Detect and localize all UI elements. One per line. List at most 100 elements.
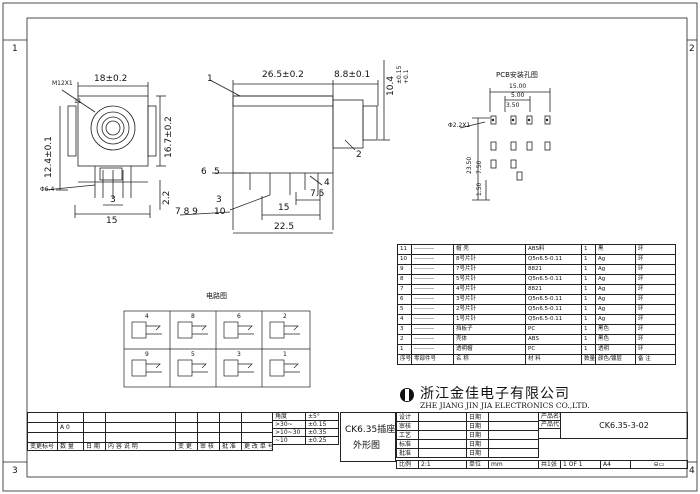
- tol-cell: >30~: [272, 420, 306, 429]
- bom-cell-qty: 1: [581, 324, 596, 335]
- circuit-cell-label: 9: [145, 351, 149, 358]
- bom-cell-rem: 环: [635, 274, 676, 285]
- bom-header-mat: 颜色/镀层: [595, 354, 636, 365]
- label-cell: 产品名称: [538, 412, 561, 421]
- part-callout: 4: [324, 178, 330, 188]
- pcb-dim: 5.00: [511, 92, 525, 99]
- bom-header-qty: 数量: [581, 354, 596, 365]
- part-callout: 10: [214, 207, 226, 217]
- signoff-row: 工艺 日期: [396, 430, 539, 440]
- bom-cell-qty: 1: [581, 294, 596, 305]
- signoff-value: [418, 448, 467, 458]
- part-callout: 7 8 9: [175, 207, 198, 217]
- tol-cell: >10~30: [272, 428, 306, 437]
- bom-cell-name: 4号片针: [453, 284, 526, 295]
- bom-cell-rem: 环: [635, 264, 676, 275]
- label-cell: 共1张: [538, 460, 561, 469]
- bom-cell-qty: 1: [581, 314, 596, 325]
- revision-header-cell: 日 期: [83, 442, 106, 451]
- circuit-title: 电路图: [206, 292, 227, 300]
- bom-cell-no: 2: [397, 334, 412, 345]
- bom-cell-rem: 环: [635, 284, 676, 295]
- dim-width: 18±0.2: [94, 74, 128, 84]
- bom-cell-name: 2号片针: [453, 304, 526, 315]
- bom-cell-name: 7号片针: [453, 264, 526, 275]
- signoff-label: 审核: [396, 421, 419, 431]
- bom-cell-qty: 1: [581, 254, 596, 265]
- circuit-cell-label: 8: [191, 313, 195, 320]
- bom-cell-spec: PC: [525, 344, 582, 355]
- signoff-value: [418, 412, 467, 422]
- bom-cell-mat: Ag: [595, 254, 636, 265]
- bom-cell-spec: ABS: [525, 334, 582, 345]
- bom-header-no: 序号: [397, 354, 412, 365]
- pcb-dim: 7.50: [476, 160, 483, 174]
- company-name-cn: 浙江金佳电子有限公司: [420, 386, 570, 402]
- part-number: CK6.35-3-02: [560, 412, 688, 439]
- bom-cell-name: 挡板子: [453, 324, 526, 335]
- dim-tolerance: ±0.15 +0.1: [396, 65, 410, 84]
- bom-header-spec: 材 料: [525, 354, 582, 365]
- bom-cell-no: 1: [397, 344, 412, 355]
- tol-cell: ±5°: [305, 412, 339, 421]
- circuit-cell-label: 2: [283, 313, 287, 320]
- bom-cell-qty: 1: [581, 304, 596, 315]
- signoff-row: 审核 日期: [396, 421, 539, 431]
- bom-cell-name: 1号片针: [453, 314, 526, 325]
- scale-row: 比例 2:1 单位 mm 共1张 1 OF 1 A4 ⊖▭: [396, 460, 688, 469]
- signoff-label: 日期: [466, 430, 489, 440]
- signoff-value: [488, 430, 539, 440]
- label-cell: 产品代号: [538, 420, 561, 429]
- signoff-value: [488, 421, 539, 431]
- bom-cell-rem: 环: [635, 324, 676, 335]
- revision-header-cell: 审 核: [197, 442, 220, 451]
- bom-cell-code: ----------: [411, 324, 454, 335]
- bom-cell-name: 帽 壳: [453, 244, 526, 255]
- revision-header-cell: 数 量: [57, 442, 84, 451]
- bom-cell-spec: Q5n6.5-0.11: [525, 294, 582, 305]
- bom-cell-mat: Ag: [595, 304, 636, 315]
- bom-cell-no: 7: [397, 284, 412, 295]
- part-callout: 6: [201, 167, 207, 177]
- bom-cell-rem: 环: [635, 344, 676, 355]
- bom-cell-mat: 黑: [595, 244, 636, 255]
- zone-number: 4: [689, 466, 695, 476]
- bom-cell-no: 9: [397, 264, 412, 275]
- signoff-value: [488, 448, 539, 458]
- bom-cell-code: ----------: [411, 344, 454, 355]
- unit-value: mm: [488, 460, 539, 469]
- bom-cell-qty: 1: [581, 344, 596, 355]
- bom-cell-spec: Q5n6.5-0.11: [525, 274, 582, 285]
- bom-cell-code: ----------: [411, 294, 454, 305]
- bom-cell-code: ----------: [411, 254, 454, 265]
- dim-thread: M12X1: [52, 80, 73, 87]
- signoff-value: [488, 439, 539, 449]
- signoff-label: 日期: [466, 421, 489, 431]
- circuit-cell-label: 4: [145, 313, 149, 320]
- dim-width-15: 15: [278, 203, 290, 213]
- part-callout: 3: [216, 195, 222, 205]
- tol-cell: 角度: [272, 412, 306, 421]
- dim-height-12: 12.4±0.1: [44, 136, 54, 178]
- bom-cell-spec: PC: [525, 324, 582, 335]
- bom-header-name: 名 称: [453, 354, 526, 365]
- bom-cell-code: ----------: [411, 264, 454, 275]
- bom-cell-qty: 1: [581, 264, 596, 275]
- bom-cell-name: 5号片针: [453, 274, 526, 285]
- bom-cell-spec: Q5n6.5-0.11: [525, 304, 582, 315]
- bom-cell-name: 壳体: [453, 334, 526, 345]
- dim-width-75: 7.5: [310, 189, 325, 199]
- signoff-label: 工艺: [396, 430, 419, 440]
- pcb-dim: Φ2.2X1: [448, 122, 471, 129]
- signoff-table: 设计日期审核日期工艺日期标准日期批准日期: [396, 412, 539, 458]
- dim-length: 26.5±0.2: [262, 70, 304, 80]
- circuit-cell-label: 5: [191, 351, 195, 358]
